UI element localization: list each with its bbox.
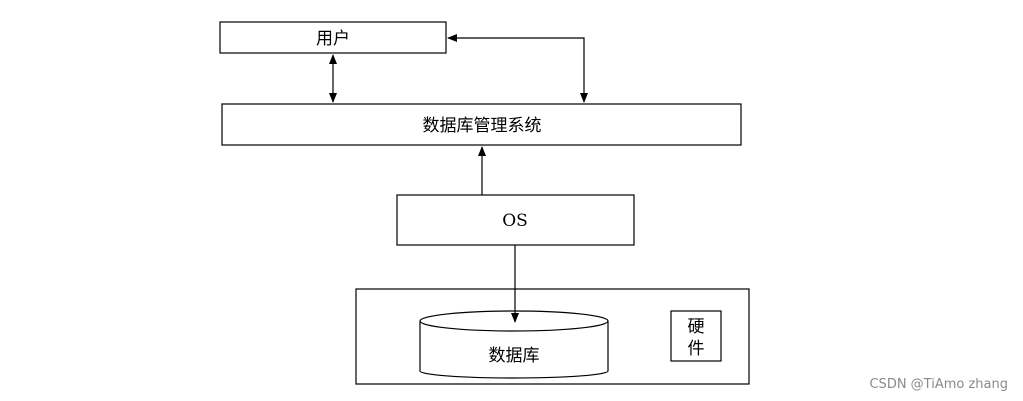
hardware-node: 数据库 硬 件 <box>355 288 750 385</box>
hardware-label-line2: 件 <box>688 339 705 359</box>
dbms-label: 数据库管理系统 <box>423 116 542 136</box>
database-label: 数据库 <box>489 346 540 366</box>
database-cylinder-body <box>419 321 609 379</box>
user-node: 用户 <box>219 21 447 54</box>
user-label: 用户 <box>316 29 350 49</box>
dbms-node: 数据库管理系统 <box>221 103 742 146</box>
os-node: OS <box>396 194 635 246</box>
database-cylinder-top <box>419 310 609 332</box>
user-box <box>219 21 447 54</box>
database-cylinder: 数据库 <box>419 310 609 379</box>
os-box <box>396 194 635 246</box>
user-dbms-side-arrow <box>447 34 588 103</box>
dbms-box <box>221 103 742 146</box>
hardware-small-box <box>670 310 722 362</box>
hardware-label-box: 硬 件 <box>670 310 722 362</box>
watermark-text: CSDN @TiAmo zhang <box>869 377 1008 392</box>
os-label: OS <box>502 211 528 231</box>
hardware-label-line1: 硬 <box>688 317 705 337</box>
